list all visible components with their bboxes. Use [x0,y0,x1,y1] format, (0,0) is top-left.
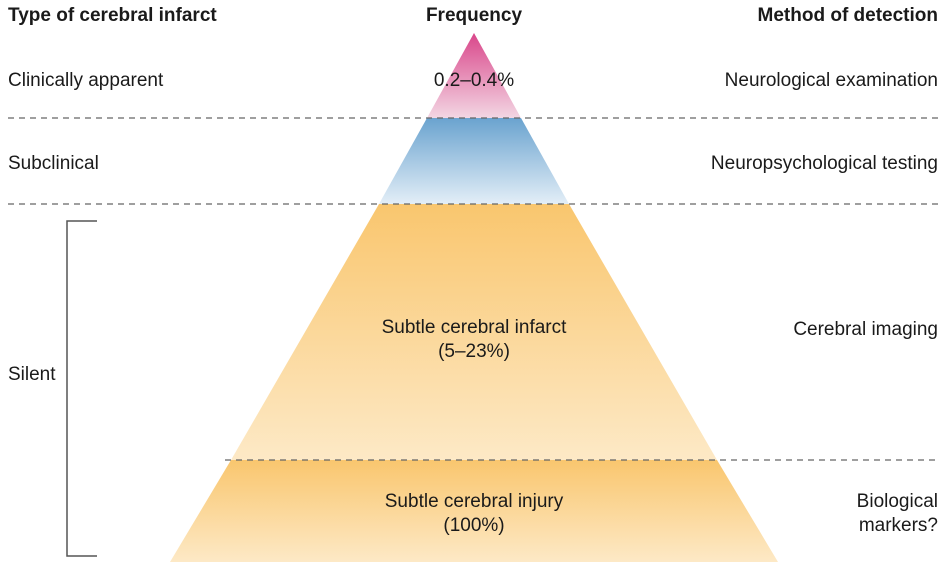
frequency-subtle-cerebral-injury: (100%) [443,515,505,536]
tier-subtle-cerebral-injury [170,460,778,562]
silent-bracket [66,220,97,557]
method-biological-markers-line2: markers? [858,515,938,536]
type-silent: Silent [8,364,56,385]
label-subtle-cerebral-infarct: Subtle cerebral infarct [381,317,567,338]
method-biological-markers-line1: Biological [856,491,938,512]
tier-subtle-cerebral-infarct [231,204,717,460]
method-neurological-examination: Neurological examination [724,70,938,91]
tier-clinically-apparent [427,33,521,118]
method-cerebral-imaging: Cerebral imaging [793,319,938,340]
frequency-clinically-apparent: 0.2–0.4% [433,70,515,91]
header-frequency: Frequency [425,5,523,26]
header-type: Type of cerebral infarct [8,5,217,26]
type-subclinical: Subclinical [8,153,99,174]
frequency-subtle-cerebral-infarct: (5–23%) [438,341,510,362]
label-subtle-cerebral-injury: Subtle cerebral injury [384,491,564,512]
method-neuropsychological-testing: Neuropsychological testing [710,153,938,174]
tier-subclinical [379,118,569,204]
header-method: Method of detection [757,5,938,26]
type-clinically-apparent: Clinically apparent [8,70,164,91]
